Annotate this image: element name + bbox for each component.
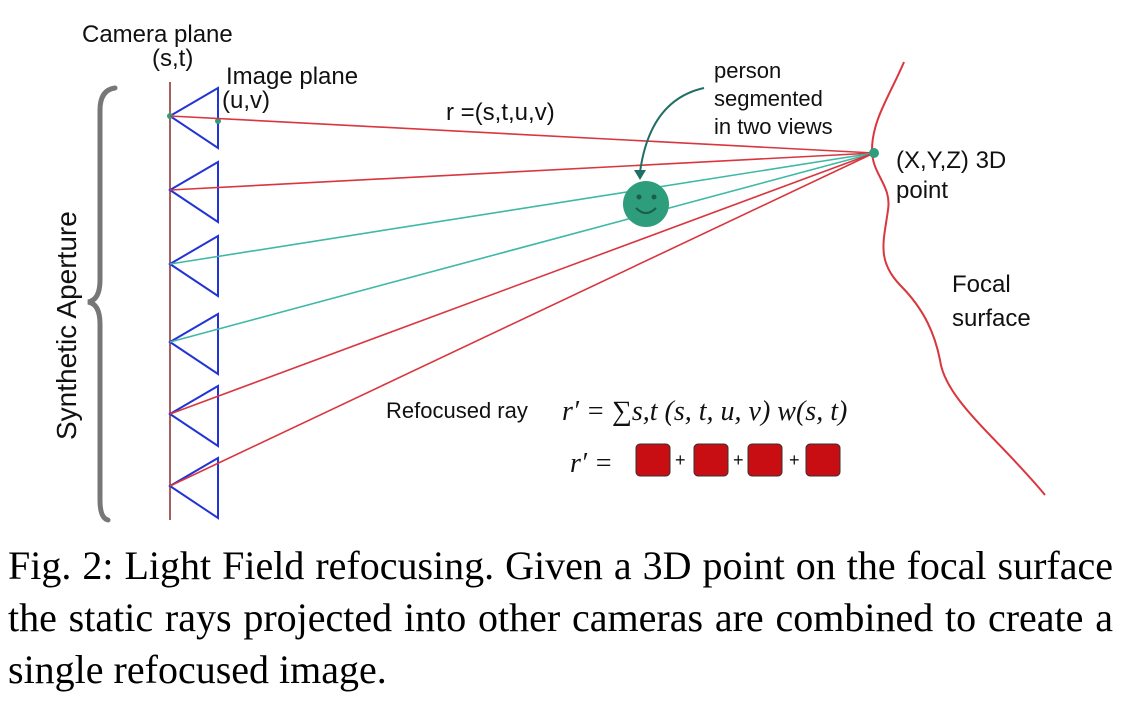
- camera-frustum-icon: [168, 456, 219, 520]
- aperture-brace: [87, 85, 118, 523]
- image-plane-point: [215, 118, 221, 124]
- focal-surface-curve: [870, 61, 1046, 496]
- light-field-diagram: Synthetic Aperture Camera plane (s,t) I: [51, 21, 1046, 523]
- camera-frustum-icon: [168, 312, 219, 376]
- 3d-point-label: point: [896, 177, 948, 204]
- person-pointer-arrow: [639, 87, 705, 173]
- image-plane-label: Image plane: [226, 63, 358, 90]
- arrowhead-icon: [634, 170, 646, 180]
- red-ray: [169, 115, 875, 154]
- camera-plane-coords: (s,t): [152, 45, 193, 72]
- camera-frustum-icon: [168, 234, 219, 298]
- refocused-equation: r′ = ∑s,t (s, t, u, v) w(s, t): [562, 396, 847, 427]
- teal-ray: [169, 152, 875, 265]
- person-label-line: person: [714, 58, 781, 83]
- plus-sign: +: [789, 450, 800, 470]
- ray-sample-block: [635, 443, 671, 477]
- camera-array: [168, 86, 219, 520]
- focal-surface-label: surface: [952, 305, 1031, 332]
- person-label-line: segmented: [714, 86, 823, 111]
- ray-sample-block: [805, 443, 841, 477]
- camera-frustum-icon: [168, 160, 219, 224]
- teal-ray: [169, 152, 875, 343]
- figure-caption: Fig. 2: Light Field refocusing. Given a …: [8, 543, 1113, 692]
- 3d-point-marker: [869, 148, 879, 158]
- red-ray: [169, 152, 875, 191]
- plus-sign: +: [675, 450, 686, 470]
- camera-frustum-icon: [168, 384, 219, 448]
- ray-label: r =(s,t,u,v): [446, 99, 555, 126]
- red-ray: [169, 152, 875, 415]
- red-ray: [169, 152, 875, 487]
- plus-sign: +: [733, 450, 744, 470]
- person-label-line: in two views: [714, 114, 833, 139]
- ray-sample-block: [747, 443, 783, 477]
- image-plane-coords: (u,v): [222, 87, 270, 114]
- focal-surface-label: Focal: [952, 271, 1011, 298]
- ray-sample-block: [693, 443, 729, 477]
- aperture-label: Synthetic Aperture: [51, 211, 82, 440]
- camera-plane-label: Camera plane: [82, 21, 233, 48]
- smiley-face-icon: [623, 181, 669, 227]
- equation-lhs: r′ =: [570, 448, 613, 479]
- 3d-point-label: (X,Y,Z) 3D: [896, 147, 1006, 174]
- refocused-ray-label: Refocused ray: [386, 398, 528, 423]
- ray-bundle: [169, 115, 875, 487]
